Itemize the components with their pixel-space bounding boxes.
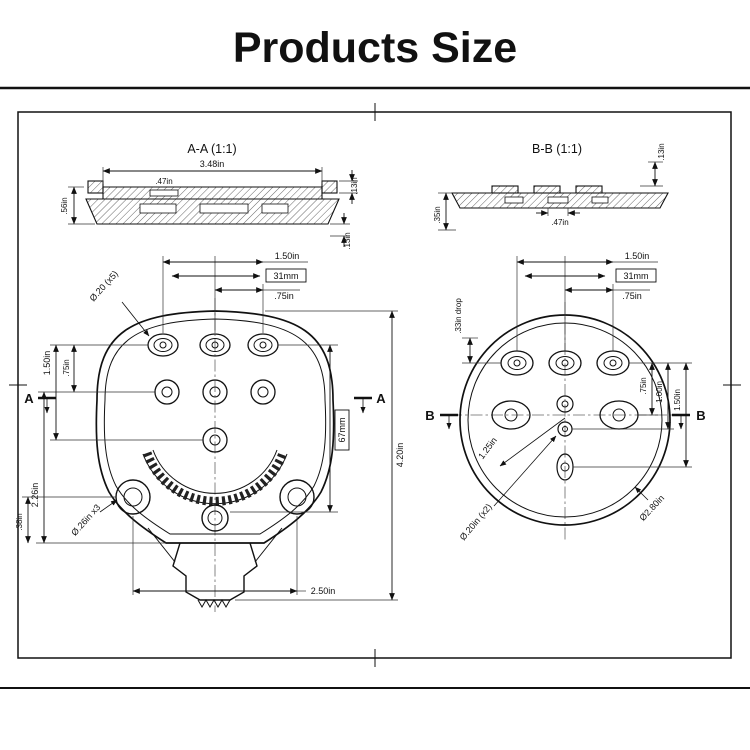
section-bb-label: B-B (1:1)	[532, 142, 582, 156]
back-cut-marks: B B	[425, 408, 706, 430]
dim-back-right-large: 1.50in	[673, 389, 682, 411]
cut-label-a-right: A	[376, 391, 386, 406]
dim-aa-right-bottom: .13in	[343, 232, 352, 249]
dim-bb-left-height: .35in	[433, 206, 442, 223]
dim-back-top-half: .75in	[622, 291, 642, 301]
dim-front-total-height: 4.20in	[395, 443, 405, 468]
dim-bb-slot: .47in	[551, 218, 568, 227]
section-aa-dimensions: 3.48in .47in .56in .13in .13in	[60, 159, 359, 250]
dim-front-left-body: 2.26in	[30, 483, 40, 508]
page-title: Products Size	[233, 24, 517, 72]
dim-front-mm-height: 67mm	[337, 417, 347, 442]
section-bb-view: B-B (1:1) .13in .47in .35	[433, 142, 669, 231]
dim-bb-top: .13in	[657, 143, 666, 160]
dim-back-right-mid: 1.00in	[655, 381, 664, 403]
dim-back-right-small: .75in	[639, 377, 648, 394]
section-bb-profile	[451, 185, 669, 209]
dim-front-top-half: .75in	[274, 291, 294, 301]
section-aa-view: A-A (1:1) 3.48in .47in .56in	[60, 142, 359, 250]
dim-front-left-half: .75in	[62, 359, 71, 376]
drawing-frame	[9, 103, 741, 667]
dim-front-top-pitch: 1.50in	[275, 251, 300, 261]
cut-label-b-right: B	[696, 408, 705, 423]
section-aa-profile	[85, 180, 340, 225]
dim-aa-slot: .47in	[155, 177, 172, 186]
front-cut-marks: A A	[24, 391, 386, 414]
dim-back-top-mm: 31mm	[623, 271, 648, 281]
dim-aa-left-height: .56in	[60, 197, 69, 214]
dim-aa-width: 3.48in	[200, 159, 225, 169]
section-aa-label: A-A (1:1)	[187, 142, 236, 156]
dim-front-left-ear: .38in	[15, 513, 24, 530]
dim-front-top-mm: 31mm	[273, 271, 298, 281]
dim-back-top-pitch: 1.50in	[625, 251, 650, 261]
cut-label-b-left: B	[425, 408, 434, 423]
dim-front-bottom-pitch: 2.50in	[311, 586, 336, 596]
dim-aa-right-top: .13in	[350, 177, 359, 194]
dim-back-drop: .33in drop	[454, 298, 463, 334]
section-bb-dimensions: .13in .47in .35in	[433, 143, 666, 231]
dim-front-left-pitch: 1.50in	[42, 351, 52, 376]
cut-label-a-left: A	[24, 391, 34, 406]
